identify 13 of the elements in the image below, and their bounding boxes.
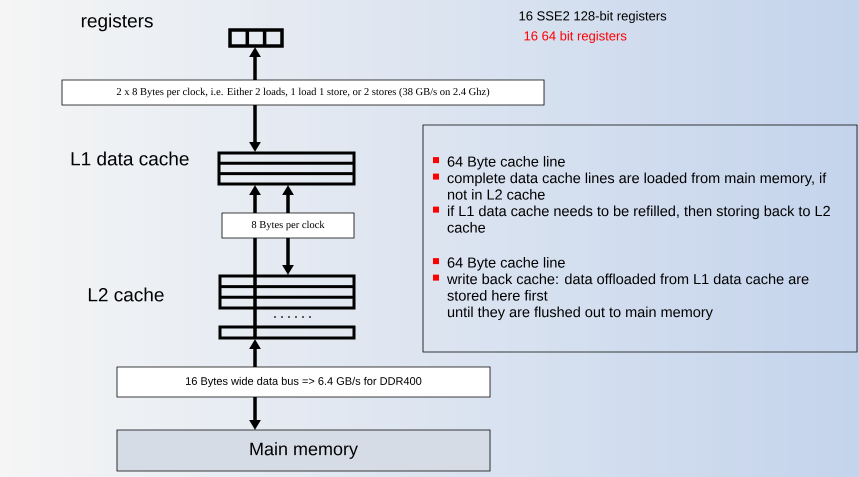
cache-label: L1 data cache [72,152,189,166]
cache-label: registers [82,14,153,32]
label-box: 8 Bytes per clock [222,212,354,238]
note-box: 64 Byte cache line complete data cache lines are loaded from main memory, if not in L2 cache if L1 data cache needs to be refilled, then storing back to L2 cache 64 Byte cache line write back cache: data offloaded from L1 data cache are stored here first until they are flushed out to main memory [422,124,858,352]
register-note: 16 SSE2 128-bit registers [520,10,666,24]
cache-drawing [218,274,356,340]
cache-label: L2 cache [88,288,164,302]
register-note: 16 64 bit registers [524,30,626,44]
cache-drawing [218,152,356,186]
memory-box: Main memory [116,430,490,472]
label-box: 16 Bytes wide data bus => 6.4 GB/s for DDR400 [116,366,490,398]
register-drawing [228,28,284,48]
label-box: 2 x 8 Bytes per clock, i.e. Either 2 loads, 1 load 1 store, or 2 stores (38 GB/s on 2.4 Ghz) [62,80,544,106]
